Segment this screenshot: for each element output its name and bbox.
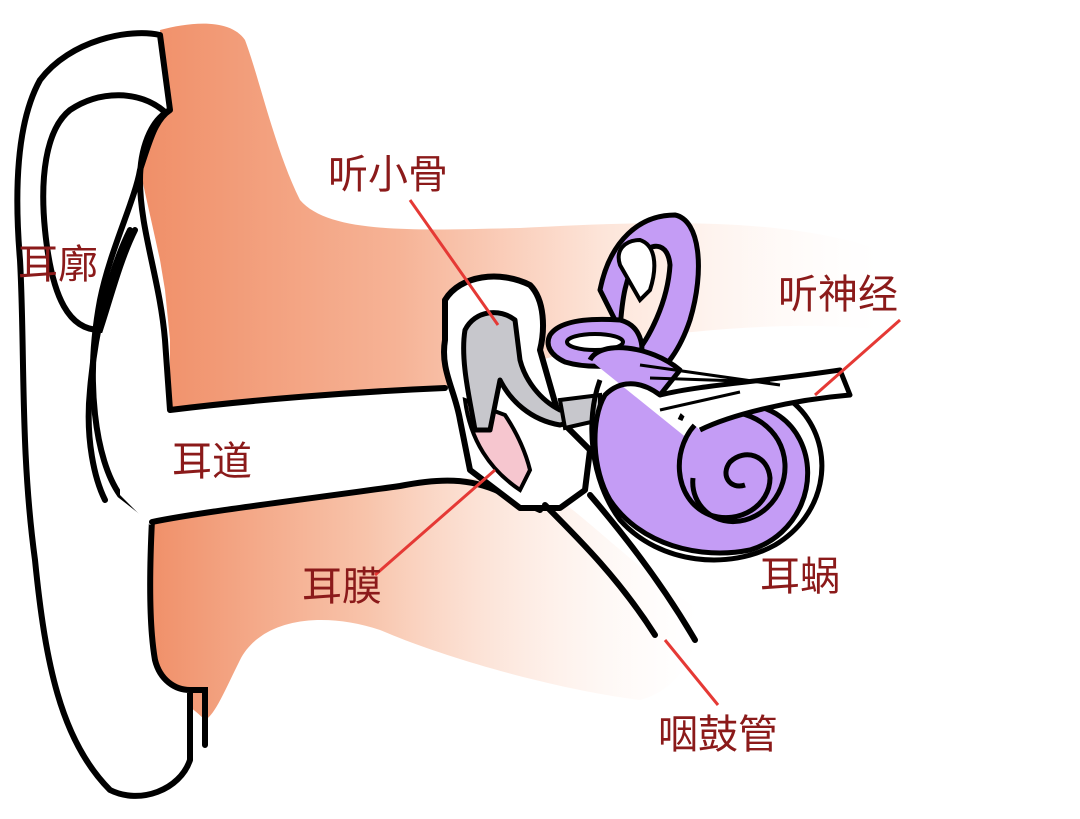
pinna-inner-fold [40, 92, 168, 334]
pinna-lobe [187, 687, 208, 748]
pinna-outline [14, 30, 193, 799]
ear-canal-upper-wall [167, 385, 448, 413]
lower-skin-tissue [146, 478, 700, 720]
label-auditory-nerve: 听神经 [778, 272, 898, 318]
label-pinna: 耳廓 [18, 242, 98, 288]
concha [136, 107, 173, 411]
upper-skin-tissue [140, 23, 880, 411]
label-ossicles: 听小骨 [328, 152, 448, 198]
auditory-nerve [659, 367, 853, 433]
auditory-nerve-fibers [639, 363, 781, 412]
label-eustachian-tube: 咽鼓管 [658, 712, 778, 758]
pinna-helix [85, 227, 133, 503]
eustachian-tube [542, 492, 698, 643]
ear-canal-lower-wall [149, 477, 543, 525]
label-ear-canal: 耳道 [172, 439, 252, 485]
label-cochlea: 耳蜗 [760, 554, 840, 600]
ear-canal [120, 388, 470, 525]
leader-lines [374, 199, 901, 706]
label-eardrum: 耳膜 [302, 564, 382, 610]
ossicles [461, 310, 598, 433]
